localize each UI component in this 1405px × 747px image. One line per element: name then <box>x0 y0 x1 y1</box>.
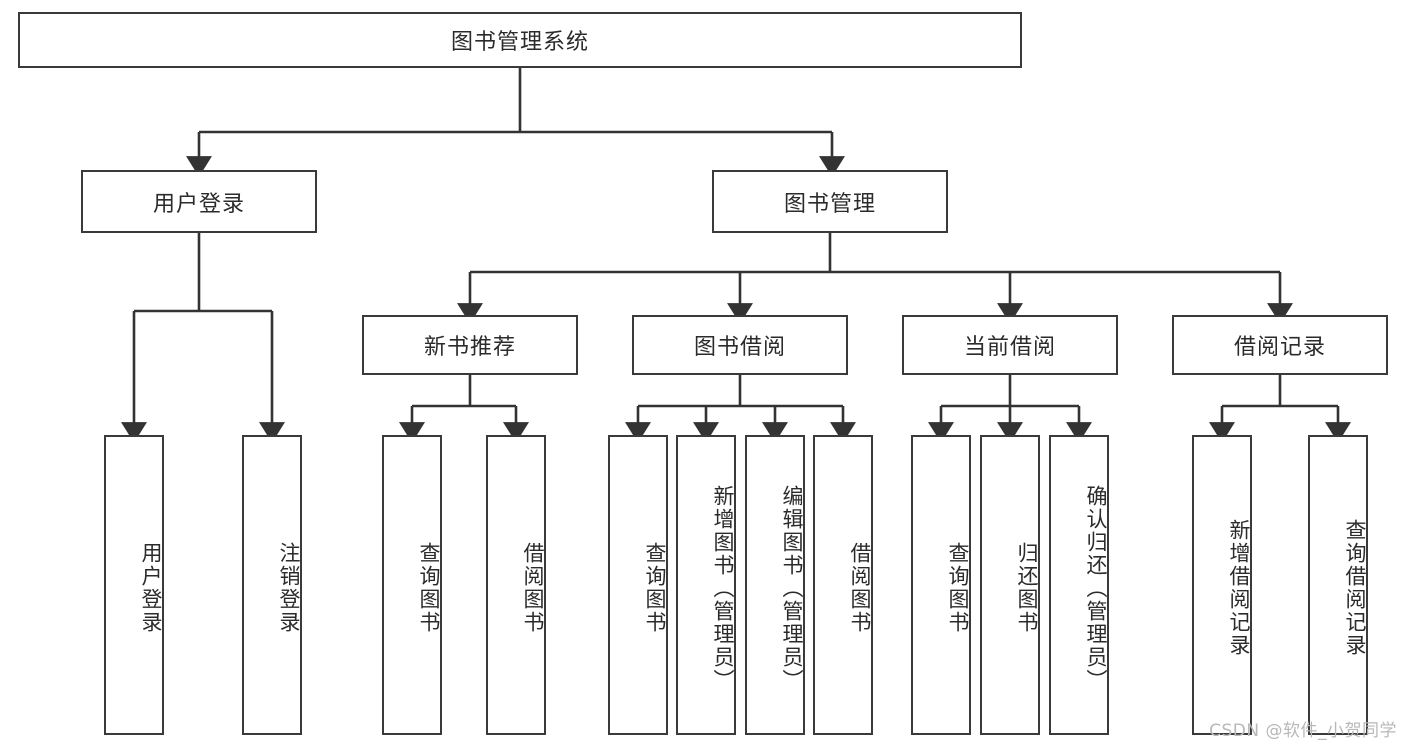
node-leaf-borrow-book-2-label: 借阅图书 <box>848 542 872 634</box>
node-leaf-query-book-3[interactable]: 查询图书 <box>911 435 971 735</box>
node-leaf-add-book[interactable]: 新增图书（管理员） <box>676 435 736 735</box>
node-current-borrow-label: 当前借阅 <box>963 335 1056 360</box>
node-leaf-query-record-label: 查询借阅记录 <box>1343 519 1367 657</box>
node-leaf-user-login[interactable]: 用户登录 <box>104 435 164 735</box>
node-leaf-query-book-3-label: 查询图书 <box>946 542 970 634</box>
node-current-borrow[interactable]: 当前借阅 <box>902 315 1118 375</box>
node-leaf-logout-login[interactable]: 注销登录 <box>242 435 302 735</box>
node-leaf-edit-book-label: 编辑图书（管理员） <box>780 484 804 692</box>
node-leaf-user-login-label: 用户登录 <box>139 542 163 634</box>
node-new-book-recommend-label: 新书推荐 <box>423 335 516 360</box>
node-leaf-add-record[interactable]: 新增借阅记录 <box>1192 435 1252 735</box>
node-leaf-return-book-label: 归还图书 <box>1015 542 1039 634</box>
node-book-borrow[interactable]: 图书借阅 <box>632 315 848 375</box>
node-borrow-record[interactable]: 借阅记录 <box>1172 315 1388 375</box>
node-user-login-label: 用户登录 <box>152 191 245 217</box>
node-leaf-confirm-return-label: 确认归还（管理员） <box>1084 484 1108 692</box>
node-leaf-query-book-2-label: 查询图书 <box>643 542 667 634</box>
node-leaf-logout-login-label: 注销登录 <box>277 542 301 634</box>
node-book-management-label: 图书管理 <box>783 191 876 217</box>
node-book-management[interactable]: 图书管理 <box>712 170 948 233</box>
node-leaf-query-record[interactable]: 查询借阅记录 <box>1308 435 1368 735</box>
node-leaf-query-book-1-label: 查询图书 <box>417 542 441 634</box>
node-leaf-return-book[interactable]: 归还图书 <box>980 435 1040 735</box>
node-leaf-add-record-label: 新增借阅记录 <box>1227 519 1251 657</box>
node-leaf-query-book-2[interactable]: 查询图书 <box>608 435 668 735</box>
node-leaf-edit-book[interactable]: 编辑图书（管理员） <box>745 435 805 735</box>
node-leaf-borrow-book-1-label: 借阅图书 <box>521 542 545 634</box>
node-borrow-record-label: 借阅记录 <box>1233 335 1326 360</box>
node-book-borrow-label: 图书借阅 <box>693 335 786 360</box>
node-root[interactable]: 图书管理系统 <box>18 12 1022 68</box>
node-leaf-add-book-label: 新增图书（管理员） <box>711 484 735 692</box>
node-new-book-recommend[interactable]: 新书推荐 <box>362 315 578 375</box>
node-leaf-borrow-book-1[interactable]: 借阅图书 <box>486 435 546 735</box>
node-root-label: 图书管理系统 <box>450 30 589 55</box>
node-leaf-confirm-return[interactable]: 确认归还（管理员） <box>1049 435 1109 735</box>
node-leaf-query-book-1[interactable]: 查询图书 <box>382 435 442 735</box>
node-leaf-borrow-book-2[interactable]: 借阅图书 <box>813 435 873 735</box>
node-user-login[interactable]: 用户登录 <box>81 170 317 233</box>
